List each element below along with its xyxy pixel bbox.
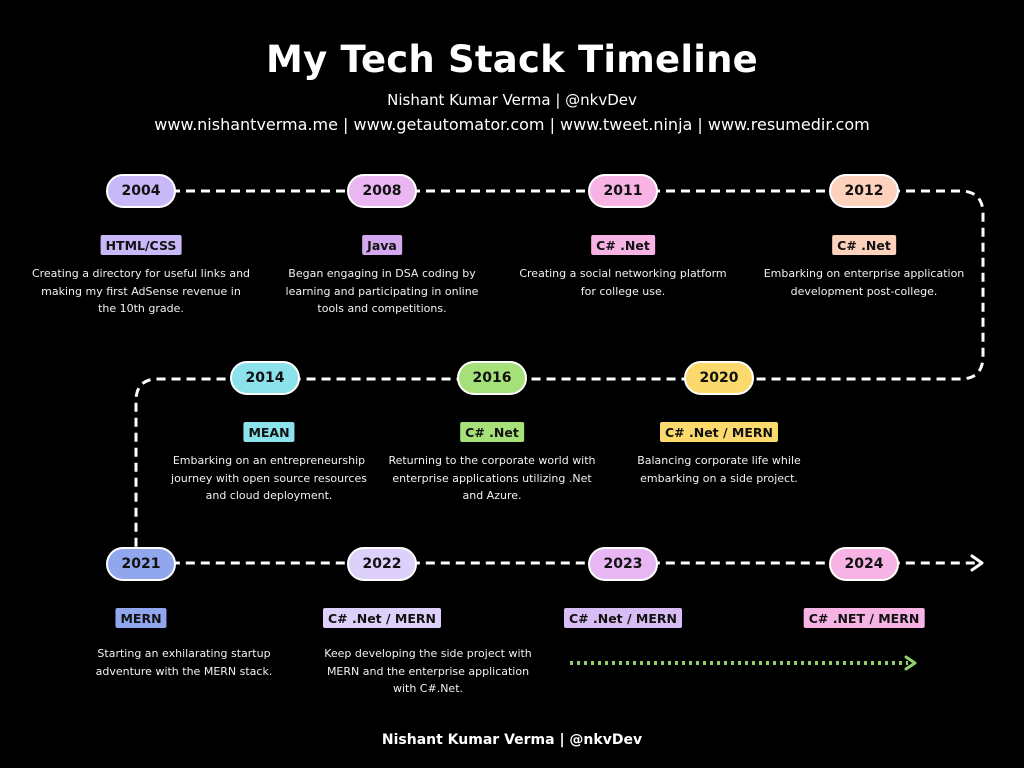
author-line: Nishant Kumar Verma | @nkvDev bbox=[387, 91, 637, 109]
timeline-end-arrow-icon bbox=[970, 554, 984, 572]
tech-tag-2022: C# .Net / MERN bbox=[323, 608, 441, 628]
year-node-2008: 2008 bbox=[347, 174, 417, 208]
tech-tag-2014: MEAN bbox=[243, 422, 295, 442]
year-node-2024: 2024 bbox=[829, 547, 899, 581]
description-2016: Returning to the corporate world with en… bbox=[388, 454, 596, 502]
description-2022: Keep developing the side project with ME… bbox=[324, 647, 532, 695]
description-2012: Embarking on enterprise application deve… bbox=[763, 267, 965, 298]
description-2020: Balancing corporate life while embarking… bbox=[637, 454, 801, 485]
description-2008: Began engaging in DSA coding by learning… bbox=[285, 267, 479, 315]
year-node-2020: 2020 bbox=[684, 361, 754, 395]
year-node-2014: 2014 bbox=[230, 361, 300, 395]
description-2014: Embarking on an entrepreneurship journey… bbox=[171, 454, 367, 502]
year-node-2011: 2011 bbox=[588, 174, 658, 208]
tech-tag-2016: C# .Net bbox=[460, 422, 524, 442]
description-2004: Creating a directory for useful links an… bbox=[31, 267, 251, 315]
page-title: My Tech Stack Timeline bbox=[266, 38, 758, 81]
tech-tag-2020: C# .Net / MERN bbox=[660, 422, 778, 442]
tech-tag-2011: C# .Net bbox=[591, 235, 655, 255]
future-arrow-icon bbox=[904, 655, 917, 671]
tech-tag-2024: C# .NET / MERN bbox=[803, 608, 925, 628]
description-2011: Creating a social networking platform fo… bbox=[519, 267, 727, 298]
year-node-2021: 2021 bbox=[106, 547, 176, 581]
footer-credit: Nishant Kumar Verma | @nkvDev bbox=[381, 732, 643, 748]
year-node-2016: 2016 bbox=[457, 361, 527, 395]
tech-tag-2021: MERN bbox=[115, 608, 167, 628]
description-2021: Starting an exhilarating startup adventu… bbox=[95, 647, 273, 678]
year-node-2023: 2023 bbox=[588, 547, 658, 581]
tech-tag-2004: HTML/CSS bbox=[100, 235, 182, 255]
tech-tag-2012: C# .Net bbox=[832, 235, 896, 255]
year-node-2022: 2022 bbox=[347, 547, 417, 581]
tech-tag-2008: Java bbox=[362, 235, 402, 255]
tech-tag-2023: C# .Net / MERN bbox=[564, 608, 682, 628]
website-links: www.nishantverma.me | www.getautomator.c… bbox=[154, 115, 870, 134]
year-node-2004: 2004 bbox=[106, 174, 176, 208]
year-node-2012: 2012 bbox=[829, 174, 899, 208]
